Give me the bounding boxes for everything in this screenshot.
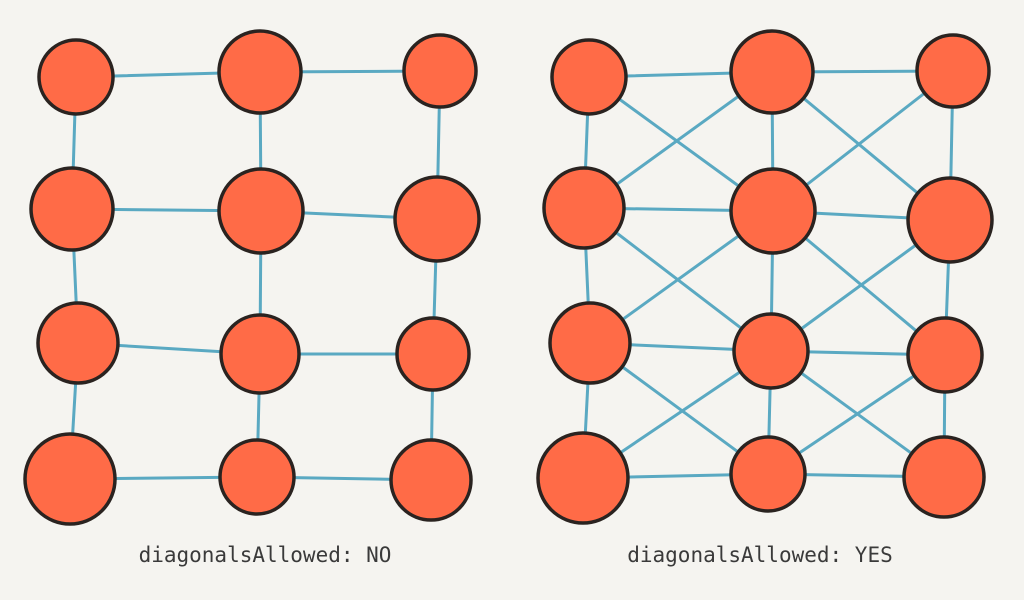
graph-node — [395, 316, 471, 392]
graph-node — [915, 33, 991, 109]
graph-node — [219, 313, 301, 395]
graph-node — [29, 166, 115, 252]
graph-node — [393, 175, 481, 263]
nodes-with-diagonals — [536, 29, 994, 525]
graph-node — [542, 166, 626, 250]
edges-with-diagonals — [581, 69, 955, 480]
graph-node — [732, 312, 810, 390]
panel-no-diagonals — [23, 29, 481, 526]
graph-node — [729, 435, 807, 513]
graph-node — [389, 438, 473, 522]
graph-node — [23, 432, 117, 526]
graph-node — [906, 176, 994, 264]
panel-with-diagonals — [536, 29, 994, 525]
graph-node — [218, 438, 296, 516]
graph-node — [217, 29, 303, 115]
graph-node — [729, 29, 815, 115]
graph-node — [548, 301, 632, 385]
graph-node — [402, 33, 478, 109]
caption-diagonals-yes: diagonalsAllowed: YES — [627, 543, 893, 567]
graph-node — [550, 38, 628, 116]
graph-node — [36, 301, 120, 385]
graph-node — [536, 431, 630, 525]
graph-node — [729, 167, 817, 255]
graph-node — [37, 38, 115, 116]
graph-node — [906, 316, 984, 394]
caption-diagonals-no: diagonalsAllowed: NO — [138, 543, 392, 567]
edges-no-diagonals — [68, 69, 442, 482]
nodes-no-diagonals — [23, 29, 481, 526]
graph-node — [217, 167, 305, 255]
graph-node — [902, 435, 986, 519]
